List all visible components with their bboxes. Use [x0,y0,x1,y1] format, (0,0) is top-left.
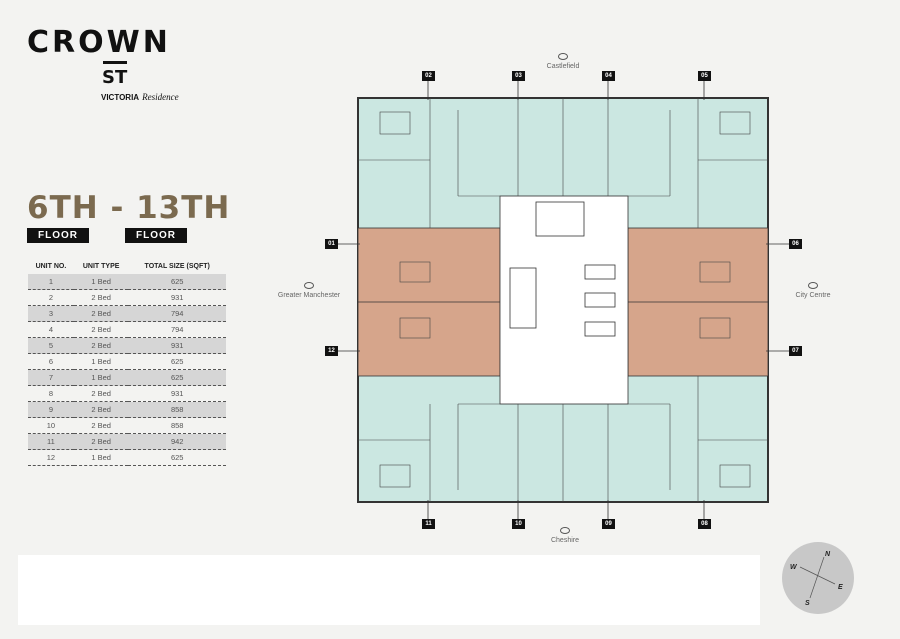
unit-no: 5 [28,337,74,354]
compass-icon: N E S W [782,542,854,614]
unit-size: 625 [128,353,226,370]
unit-type: 2 Bed [73,289,129,306]
unit-size: 942 [128,433,226,450]
compass-e: E [838,584,843,591]
unit-size: 794 [128,321,226,338]
lift-3 [584,321,616,337]
unit-type: 1 Bed [73,369,129,386]
eye-icon [304,282,314,289]
view-north: Castlefield [513,53,613,70]
unit-type: 2 Bed [73,321,129,338]
room-walls [358,98,768,502]
unit-type: 2 Bed [73,433,129,450]
floor-tag-left: FLOOR [27,228,89,243]
stair-top-icon [535,201,585,237]
unit-no: 11 [28,433,74,450]
unit-size: 794 [128,305,226,322]
unit-no: 10 [28,417,74,434]
compass-s: S [805,600,810,607]
view-east: City Centre [763,282,863,299]
footer-panel [18,555,760,625]
unit-size: 858 [128,417,226,434]
lift-2 [584,292,616,308]
eye-icon [808,282,818,289]
unit-type: 2 Bed [73,337,129,354]
unit-label-06[interactable]: 06 [789,239,802,249]
unit-label-02[interactable]: 02 [422,71,435,81]
unit-size: 931 [128,385,226,402]
unit-label-10[interactable]: 10 [512,519,525,529]
unit-no: 8 [28,385,74,402]
unit-no: 2 [28,289,74,306]
unit-label-01[interactable]: 01 [325,239,338,249]
stair-left-icon [509,267,537,329]
unit-no: 9 [28,401,74,418]
logo-sub-text: VICTORIA [101,93,140,102]
view-north-label: Castlefield [546,63,580,70]
floor-tag-right: FLOOR [125,228,187,243]
unit-size: 858 [128,401,226,418]
unit-no: 4 [28,321,74,338]
unit-type: 1 Bed [73,274,129,290]
unit-label-05[interactable]: 05 [698,71,711,81]
unit-no: 3 [28,305,74,322]
unit-size: 931 [128,337,226,354]
logo-bar [103,61,127,64]
unit-label-12[interactable]: 12 [325,346,338,356]
unit-type: 2 Bed [73,417,129,434]
col-total-size: TOTAL SIZE (SQFT) [144,263,210,270]
unit-no: 12 [28,449,74,466]
unit-size: 625 [128,369,226,386]
unit-label-07[interactable]: 07 [789,346,802,356]
view-south-label: Cheshire [550,537,579,544]
unit-type: 1 Bed [73,353,129,370]
logo-st: ST [102,67,128,88]
logo-crown: CROWN [27,25,171,60]
label-leaders [338,81,790,519]
unit-label-09[interactable]: 09 [602,519,615,529]
unit-label-08[interactable]: 08 [698,519,711,529]
view-west-label: Greater Manchester [277,292,341,299]
unit-size: 625 [128,449,226,466]
unit-type: 2 Bed [73,305,129,322]
unit-no: 7 [28,369,74,386]
compass-w: W [790,564,798,571]
unit-no: 6 [28,353,74,370]
unit-label-04[interactable]: 04 [602,71,615,81]
eye-icon [560,527,570,534]
unit-size: 625 [128,274,226,290]
compass-n: N [825,551,831,558]
col-unit-no: UNIT NO. [35,263,67,270]
unit-type: 1 Bed [73,449,129,466]
unit-label-11[interactable]: 11 [422,519,435,529]
unit-type: 2 Bed [73,401,129,418]
eye-icon [558,53,568,60]
unit-no: 1 [28,274,74,290]
lift-1 [584,264,616,280]
unit-size: 931 [128,289,226,306]
col-unit-type: UNIT TYPE [82,263,120,270]
view-east-label: City Centre [795,292,831,299]
floor-range-title: 6TH - 13TH [27,190,231,226]
view-west: Greater Manchester [259,282,359,299]
logo-script: Residence [142,92,179,102]
unit-label-03[interactable]: 03 [512,71,525,81]
view-south: Cheshire [515,527,615,544]
unit-type: 2 Bed [73,385,129,402]
